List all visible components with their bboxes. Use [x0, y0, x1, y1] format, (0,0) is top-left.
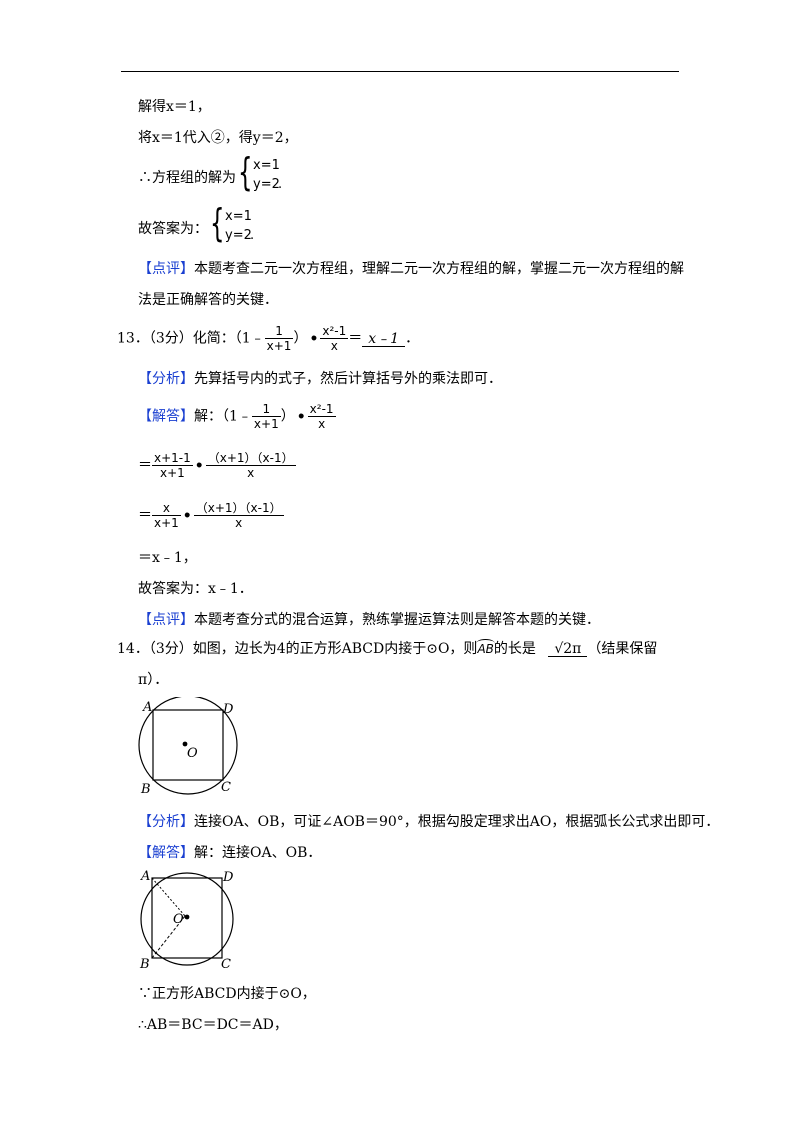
label-c: C [221, 957, 231, 972]
answer-blank: x﹣1 [362, 332, 406, 347]
header-rule [121, 71, 679, 72]
label-o: O [187, 746, 198, 761]
text-line: 将x＝1代入②，得y＝2， [138, 130, 298, 146]
label-c: C [221, 780, 231, 795]
label-a: A [142, 700, 152, 715]
text-line: ∴方程组的解为 [138, 170, 236, 186]
label-b: B [140, 782, 151, 797]
label-d: D [222, 702, 234, 717]
answer-line: 故答案为：x﹣1． [138, 581, 253, 597]
solution-step: ＝x﹣1， [138, 550, 197, 566]
text-line: ∵正方形ABCD内接于⊙O， [138, 986, 316, 1002]
text-line: 解得x＝1， [138, 99, 211, 115]
label-o: O [173, 912, 184, 927]
question-14: 14．（3分）如图，边长为4的正方形ABCD内接于⊙O，则AB的长是 √2π（结… [117, 639, 658, 657]
comment-line: 【点评】本题考查二元一次方程组，理解二元一次方程组的解，掌握二元一次方程组的解 [138, 261, 684, 277]
figure-circle-square: A D O B C [138, 697, 238, 797]
solution-line: 【解答】解：连接OA、OB． [138, 845, 322, 861]
arc-ab: AB [476, 639, 496, 656]
comment-line: 【点评】本题考查分式的混合运算，熟练掌握运算法则是解答本题的关键． [138, 612, 600, 628]
figure-circle-square-with-radii: A D O B C [139, 869, 234, 972]
analysis-line: 【分析】连接OA、OB，可证∠AOB＝90°，根据勾股定理求出AO，根据弧长公式… [138, 814, 720, 830]
text-line: π）． [138, 672, 169, 688]
analysis-line: 【分析】先算括号内的式子，然后计算括号外的乘法即可． [138, 371, 502, 387]
label-b: B [139, 957, 150, 972]
equation-system: { x=1 y=2 . [238, 150, 283, 194]
text-line: ∴AB＝BC＝DC＝AD， [138, 1017, 288, 1033]
label-d: D [222, 870, 234, 885]
text-line: 故答案为： [138, 221, 208, 237]
label-a: A [140, 869, 150, 884]
answer-blank: √2π [548, 642, 588, 657]
equation-system: { x=1 y=2 . [210, 201, 255, 245]
comment-line: 法是正确解答的关键． [138, 292, 278, 308]
